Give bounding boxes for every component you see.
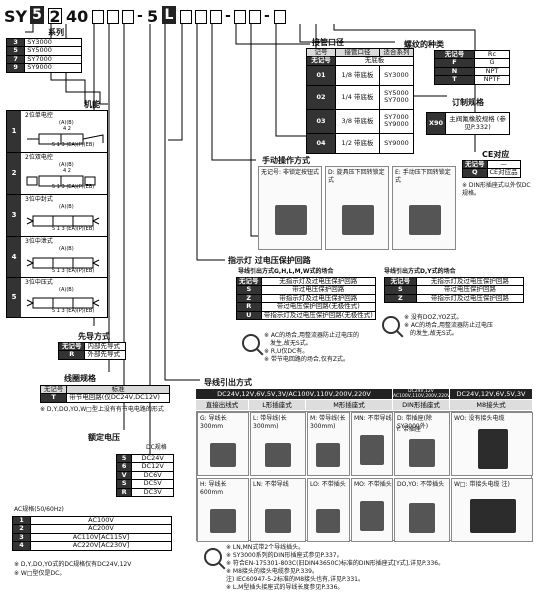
function-title: 机能	[84, 100, 100, 109]
magnifier-icon	[204, 548, 222, 566]
lead-header-2: DC24V,12V AC100V,110V,200V,220V	[393, 389, 451, 399]
model-lead-code: L	[162, 6, 176, 24]
model-code: SY 5 2 40 - 5 L - -	[4, 4, 364, 26]
lead-title: 导线引出方式	[204, 378, 252, 387]
function-table: 1 2 3 4 5 2位单电控 2位双电控 3位中封式 3位中泄式 3位中压式 …	[6, 110, 108, 318]
lead-y-label: Y: 带插座	[396, 426, 421, 433]
model-prefix: SY	[4, 7, 28, 26]
dc-title: DC规格	[146, 444, 167, 451]
model-voltage-digit: 5	[147, 7, 159, 26]
model-series-digit: 5	[30, 6, 44, 24]
thread-title: 螺纹的种类	[404, 40, 444, 49]
lead-header-1: DC24V,12V,6V,5V,3V/AC100V,110V,200V,220V	[196, 389, 392, 399]
voltage-note-1: ※ D,Y,DO,YO式的DC规格仅有DC24V,12V	[14, 561, 132, 568]
port-title: 接管口径	[312, 38, 344, 47]
lamp-title: 指示灯 过电压保护回路	[228, 256, 311, 265]
manual-panel: 无记号: 非锁定按钮式 D: 旋具压下回转锁定式 E: 手动压下回转锁定式	[258, 166, 456, 250]
pilot-title: 先导方式	[78, 332, 110, 341]
ac-title: AC规格(50/60Hz)	[14, 506, 64, 513]
voltage-note-2: ※ W□型仅是DC。	[14, 570, 66, 577]
lamp-subtitle-1: 导线引出方式G,H,L,M,W式的场合	[238, 268, 334, 275]
lamp-subtitle-2: 导线引出方式D,Y式的场合	[384, 268, 456, 275]
coil-note: ※ D,Y,DO,YO,W□型上没有有节电电路的形式	[40, 406, 164, 413]
coil-title: 线圈规格	[64, 374, 96, 383]
ce-title: CE对应	[482, 150, 510, 159]
lead-header-3: DC24V,12V,6V,5V,3V	[450, 389, 532, 399]
magnifier-icon	[382, 316, 400, 334]
series-title: 系列	[48, 28, 64, 37]
voltage-title: 额定电压	[88, 433, 120, 442]
magnifier-icon	[242, 334, 260, 352]
order-title: 订制规格	[452, 98, 484, 107]
lead-grid: G: 导线长300mm L: 带导线(长300mm) M: 带导线(长300mm…	[196, 411, 533, 542]
manual-title: 手动操作方式	[262, 156, 310, 165]
ce-note: ※ DIN形插座式以外仅DC规格。	[462, 182, 531, 197]
model-function-digit: 2	[48, 7, 62, 26]
model-body-code: 40	[66, 7, 89, 26]
